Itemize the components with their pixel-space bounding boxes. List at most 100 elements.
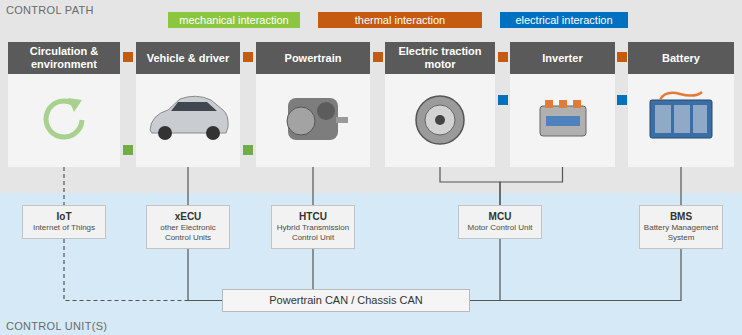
unit-abbreviation: HTCU	[275, 210, 351, 223]
control-unit-box: HTCUHybrid Transmission Control Unit	[271, 205, 355, 249]
car-wheel	[206, 126, 220, 140]
column-header: Powertrain	[256, 42, 370, 74]
component-column: Battery	[628, 42, 734, 167]
inverter-terminal	[573, 100, 581, 108]
picture-panels	[8, 74, 734, 167]
mechanical-markers	[123, 145, 253, 155]
cycle-arrowhead	[68, 98, 82, 112]
electrical-marker	[498, 95, 508, 105]
inverter-terminal	[559, 100, 567, 108]
control-unit-ground	[0, 193, 742, 335]
connector-line	[680, 167, 681, 205]
control-unit-box: BMSBattery Management System	[639, 205, 723, 249]
inverter-terminal	[545, 100, 553, 108]
bus-box: Powertrain CAN / Chassis CAN	[222, 289, 470, 312]
connector-line	[63, 167, 64, 205]
unit-name: Internet of Things	[26, 223, 102, 233]
control-path-ground	[0, 0, 742, 193]
legend-swatch: mechanical interaction	[168, 12, 300, 28]
connector-line	[440, 167, 500, 205]
band: CONTROL PATHCirculation & environmentVeh…	[0, 0, 742, 193]
car-wheel	[158, 126, 172, 140]
motor-shaft	[435, 115, 445, 125]
thermal-marker	[123, 52, 133, 62]
picture-panel	[256, 74, 370, 167]
unit-abbreviation: xECU	[150, 210, 226, 223]
mechanical-marker	[243, 145, 253, 155]
thermal-marker	[243, 52, 253, 62]
unit-abbreviation: MCU	[462, 210, 538, 223]
component-column: Powertrain	[256, 42, 370, 167]
control-unit-box: xECUother Electronic Control Units	[146, 205, 230, 249]
inverter-module	[546, 116, 580, 126]
column-title: Circulation & environment	[12, 45, 116, 71]
legend-text: mechanical interaction	[179, 12, 288, 28]
legend-swatch: electrical interaction	[500, 12, 628, 28]
gearbox-gear	[287, 107, 315, 135]
connector-line	[470, 249, 681, 301]
column-title: Battery	[662, 52, 700, 65]
motor-stator	[425, 105, 455, 135]
picture-panel	[385, 74, 495, 167]
column-title: Vehicle & driver	[147, 52, 230, 65]
connector-line	[470, 239, 500, 301]
battery-picture	[650, 92, 712, 138]
inverter-housing	[540, 106, 586, 136]
thermal-marker	[498, 52, 508, 62]
bus-label: Powertrain CAN / Chassis CAN	[227, 294, 465, 307]
column-header: Inverter	[510, 42, 615, 74]
connector-line	[312, 249, 313, 289]
column-header: Vehicle & driver	[136, 42, 240, 74]
unit-name: Motor Control Unit	[462, 223, 538, 233]
cycle-icon	[46, 98, 82, 137]
unit-name: Battery Management System	[643, 223, 719, 243]
control-unit-box: MCUMotor Control Unit	[458, 205, 542, 239]
column-header: Circulation & environment	[8, 42, 120, 74]
picture-panel	[510, 74, 615, 167]
column-header: Battery	[628, 42, 734, 74]
thermal-marker	[373, 52, 383, 62]
component-column: Circulation & environment	[8, 42, 120, 167]
column-title: Electric traction motor	[389, 45, 491, 71]
legend-swatch: thermal interaction	[318, 12, 482, 28]
picture-panel	[136, 74, 240, 167]
battery-module	[655, 105, 671, 133]
band: CONTROL UNIT(S) IoTInternet of Things xECU…	[0, 193, 742, 335]
connector-line	[188, 249, 222, 301]
component-column: Electric traction motor	[385, 42, 495, 167]
band-label: CONTROL UNIT(S)	[6, 320, 107, 332]
car-picture	[150, 96, 228, 140]
electrical-markers	[498, 95, 627, 105]
column-title: Powertrain	[285, 52, 342, 65]
unit-abbreviation: IoT	[26, 210, 102, 223]
mechanical-marker	[123, 145, 133, 155]
inverter-picture	[540, 100, 586, 136]
battery-cable	[660, 92, 702, 100]
gearbox-housing	[288, 98, 338, 140]
component-column: Vehicle & driver	[136, 42, 240, 167]
electrical-marker	[617, 95, 627, 105]
connector-line	[500, 167, 563, 205]
battery-module	[674, 105, 690, 133]
connector-line	[187, 167, 188, 205]
battery-pack	[650, 100, 712, 138]
car-window	[171, 102, 217, 111]
unit-name: other Electronic Control Units	[150, 223, 226, 243]
picture-panel	[628, 74, 734, 167]
motor-housing	[416, 96, 464, 144]
unit-name: Hybrid Transmission Control Unit	[275, 223, 351, 243]
unit-abbreviation: BMS	[643, 210, 719, 223]
control-unit-box: IoTInternet of Things	[22, 205, 106, 239]
legend-text: thermal interaction	[355, 12, 446, 28]
motor-picture	[416, 96, 464, 144]
gearbox-picture	[287, 98, 348, 140]
component-column: Inverter	[510, 42, 615, 167]
column-header: Electric traction motor	[385, 42, 495, 74]
gearbox-shaft	[336, 117, 348, 123]
legend-text: electrical interaction	[515, 12, 612, 28]
battery-module	[693, 105, 707, 133]
column-title: Inverter	[542, 52, 582, 65]
gearbox-gear	[317, 102, 335, 120]
picture-panel	[8, 74, 120, 167]
